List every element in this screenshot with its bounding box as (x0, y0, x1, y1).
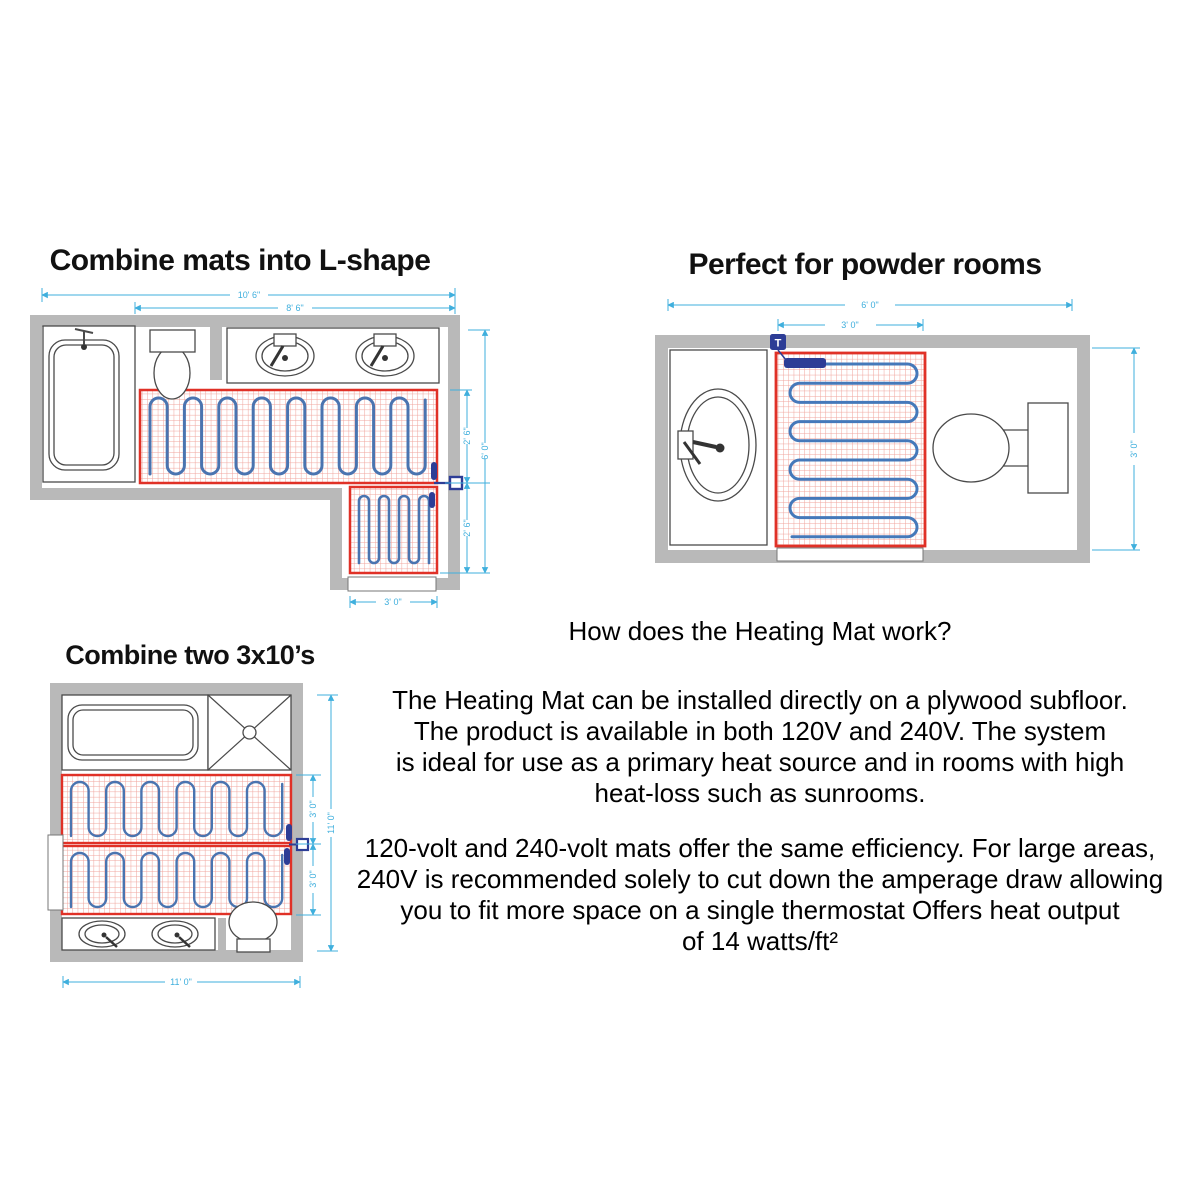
heating-mat (774, 351, 927, 548)
info-text-block: How does the Heating Mat work? The Heati… (325, 616, 1195, 981)
heating-cable (69, 780, 284, 838)
dimension-lines: 6' 0" 3' 0" 3' 0" (667, 299, 1140, 551)
info-paragraph-1: The Heating Mat can be installed directl… (325, 685, 1195, 809)
dim-label-right: 3' 0" (1129, 440, 1139, 457)
l-shape-title: Combine mats into L-shape (49, 244, 431, 277)
paragraph-line: you to fit more space on a single thermo… (400, 895, 1120, 925)
vanity-double-sink (61, 917, 216, 951)
l-shape-floorplan: 10' 6" 8' 6" 2' 6" 2' 6" 6' 0" 3' 0" (30, 288, 490, 608)
heating-mat-horizontal (138, 388, 439, 485)
dim-label-bottom: 3' 0" (384, 597, 401, 607)
paragraph-line: of 14 watts/ft² (681, 926, 839, 956)
paragraph-line: heat-loss such as sunrooms. (594, 778, 926, 808)
power-lead (784, 358, 826, 368)
sink (255, 333, 315, 377)
dim-label-right-upper: 3' 0" (308, 800, 318, 817)
info-heading: How does the Heating Mat work? (568, 616, 952, 646)
toilet (228, 901, 278, 953)
paragraph-line: 120-volt and 240-volt mats offer the sam… (364, 833, 1156, 863)
sink (355, 333, 415, 377)
dim-label-right-lower: 2' 6" (462, 519, 472, 536)
dim-label-top-outer: 6' 0" (861, 300, 878, 310)
dim-label-right-outer: 11' 0" (326, 812, 336, 834)
sink (78, 920, 126, 948)
paragraph-line: is ideal for use as a primary heat sourc… (395, 747, 1125, 777)
heating-cable (357, 494, 431, 565)
faucet-icon (74, 328, 94, 350)
powder-room-floorplan: T 6' 0" 3' 0" 3' (655, 299, 1140, 563)
heating-cable (788, 362, 919, 539)
paragraph-line: The Heating Mat can be installed directl… (392, 685, 1128, 715)
bathtub (61, 694, 209, 771)
dim-label-right-lower: 3' 0" (308, 870, 318, 887)
vanity-sink (669, 349, 768, 546)
dim-label-right-upper: 2' 6" (462, 427, 472, 444)
door-opening (47, 834, 64, 911)
dim-label-right-outer: 6' 0" (480, 442, 490, 459)
heating-cable (69, 851, 284, 909)
door-opening (776, 547, 924, 562)
thermostat-icon: T (770, 334, 787, 361)
door-opening (347, 576, 437, 592)
heating-mat-vertical (348, 485, 439, 575)
toilet (149, 329, 196, 400)
paragraph-line: The product is available in both 120V an… (413, 716, 1107, 746)
dimension-lines: 10' 6" 8' 6" 2' 6" 2' 6" 6' 0" 3' 0" (41, 288, 490, 608)
bathtub (42, 325, 136, 483)
shower (207, 694, 292, 771)
heating-mat-upper (60, 773, 293, 845)
dimension-lines: 3' 0" 3' 0" 11' 0" 11' 0" (62, 694, 338, 988)
two-mats-title: Combine two 3x10’s (65, 640, 315, 670)
partition-wall (210, 317, 222, 380)
partition-wall (218, 918, 226, 950)
toilet (932, 402, 1069, 494)
dim-label-top-outer: 10' 6" (238, 290, 260, 300)
vanity-double-sink (226, 327, 440, 384)
powder-room-title: Perfect for powder rooms (688, 248, 1042, 281)
shower-drain (242, 725, 257, 740)
dim-label-top-inner: 3' 0" (841, 320, 858, 330)
paragraph-line: 240V is recommended solely to cut down t… (356, 864, 1164, 894)
faucet-icon (677, 430, 725, 465)
info-paragraph-2: 120-volt and 240-volt mats offer the sam… (325, 833, 1195, 957)
heating-cable (148, 396, 427, 476)
thermostat-label: T (775, 338, 782, 350)
dim-label-bottom: 11' 0" (170, 977, 192, 987)
dim-label-top-inner: 8' 6" (286, 303, 303, 313)
two-mats-floorplan: 3' 0" 3' 0" 11' 0" 11' 0" (47, 683, 338, 988)
sink (151, 920, 199, 948)
